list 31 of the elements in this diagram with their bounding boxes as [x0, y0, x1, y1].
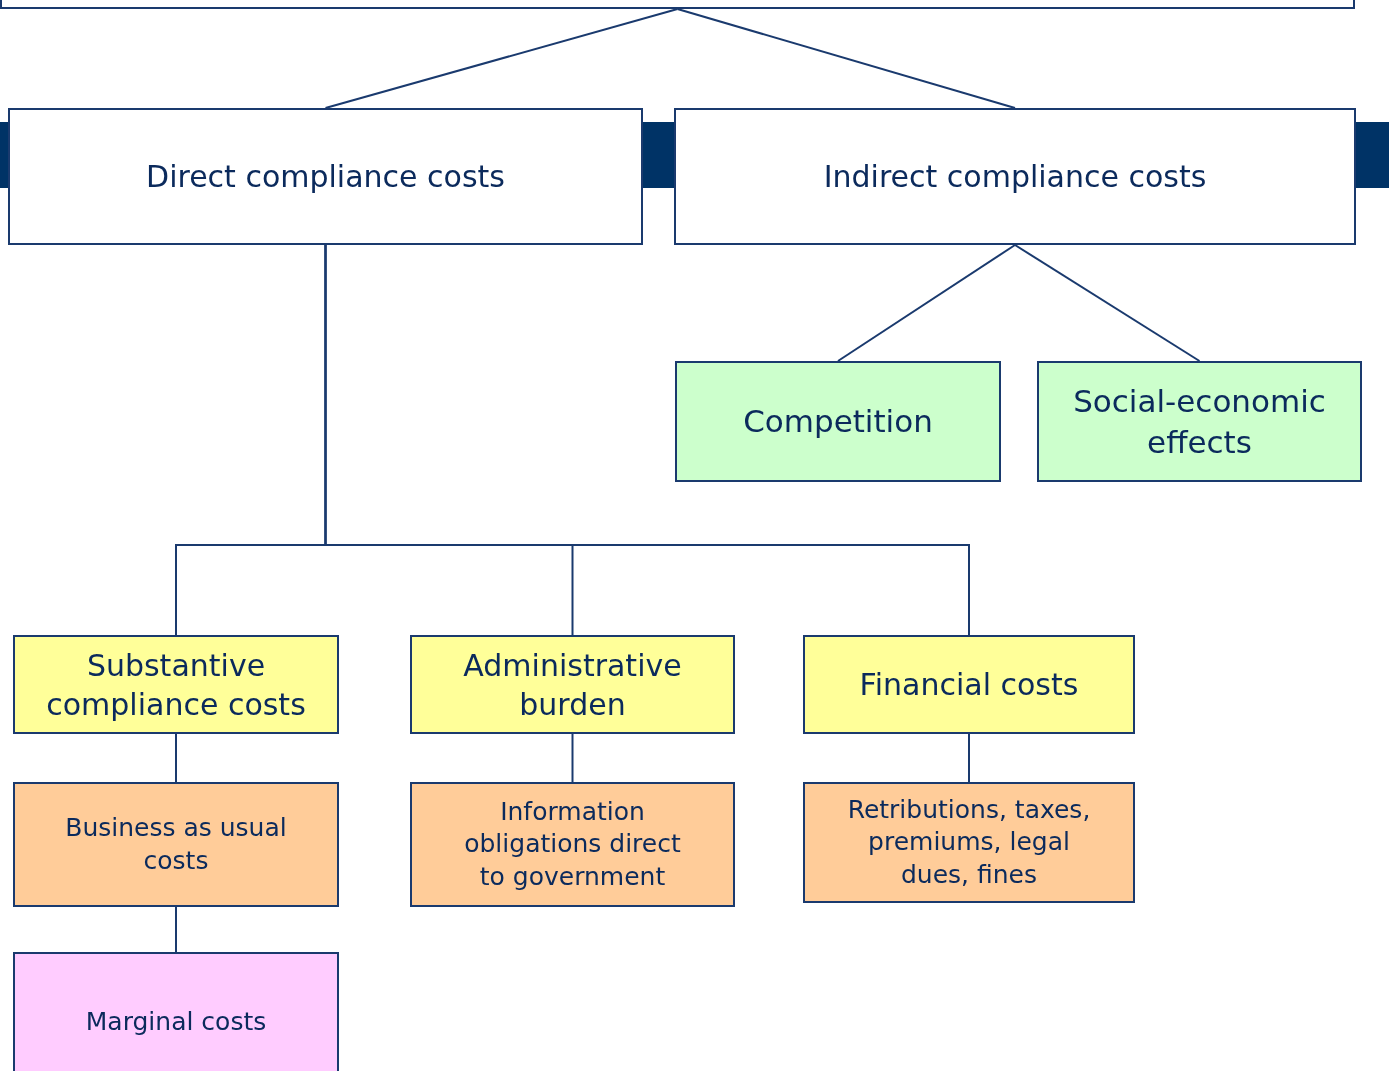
- category-box: [803, 635, 1135, 734]
- connector-line: [676, 8, 1016, 109]
- category-box: [410, 635, 735, 734]
- box-label: Financial costs: [859, 666, 1079, 704]
- connector-line: [324, 8, 679, 109]
- connector-line: [571, 733, 574, 783]
- box-label: Substantive compliance costs: [45, 646, 307, 724]
- category-box: [1037, 361, 1362, 482]
- category-box: [13, 952, 339, 1071]
- connector-line: [324, 244, 970, 636]
- connector-line: [968, 733, 970, 783]
- box-label: Indirect compliance costs: [823, 158, 1207, 196]
- category-box: [8, 108, 643, 245]
- connector-line: [1014, 244, 1201, 362]
- category-box: [13, 635, 339, 734]
- box-label: Retributions, taxes, premiums, legal dues, fines: [846, 793, 1092, 891]
- connector-line: [837, 244, 1016, 362]
- category-box: [803, 782, 1135, 903]
- category-box: [675, 361, 1001, 482]
- box-label: Direct compliance costs: [146, 158, 505, 196]
- box-label: Marginal costs: [85, 1005, 267, 1038]
- category-box: [13, 782, 339, 907]
- connector-line: [175, 906, 177, 953]
- box-label: Competition: [743, 402, 933, 442]
- box-label: Information obligations direct to government: [463, 795, 682, 893]
- category-box: [410, 782, 735, 907]
- box-label: Business as usual costs: [64, 812, 288, 877]
- box-label: Social-economic effects: [1072, 382, 1327, 462]
- box-label: Administrative burden: [462, 646, 683, 724]
- connector-line: [175, 733, 177, 783]
- category-box: [674, 108, 1356, 245]
